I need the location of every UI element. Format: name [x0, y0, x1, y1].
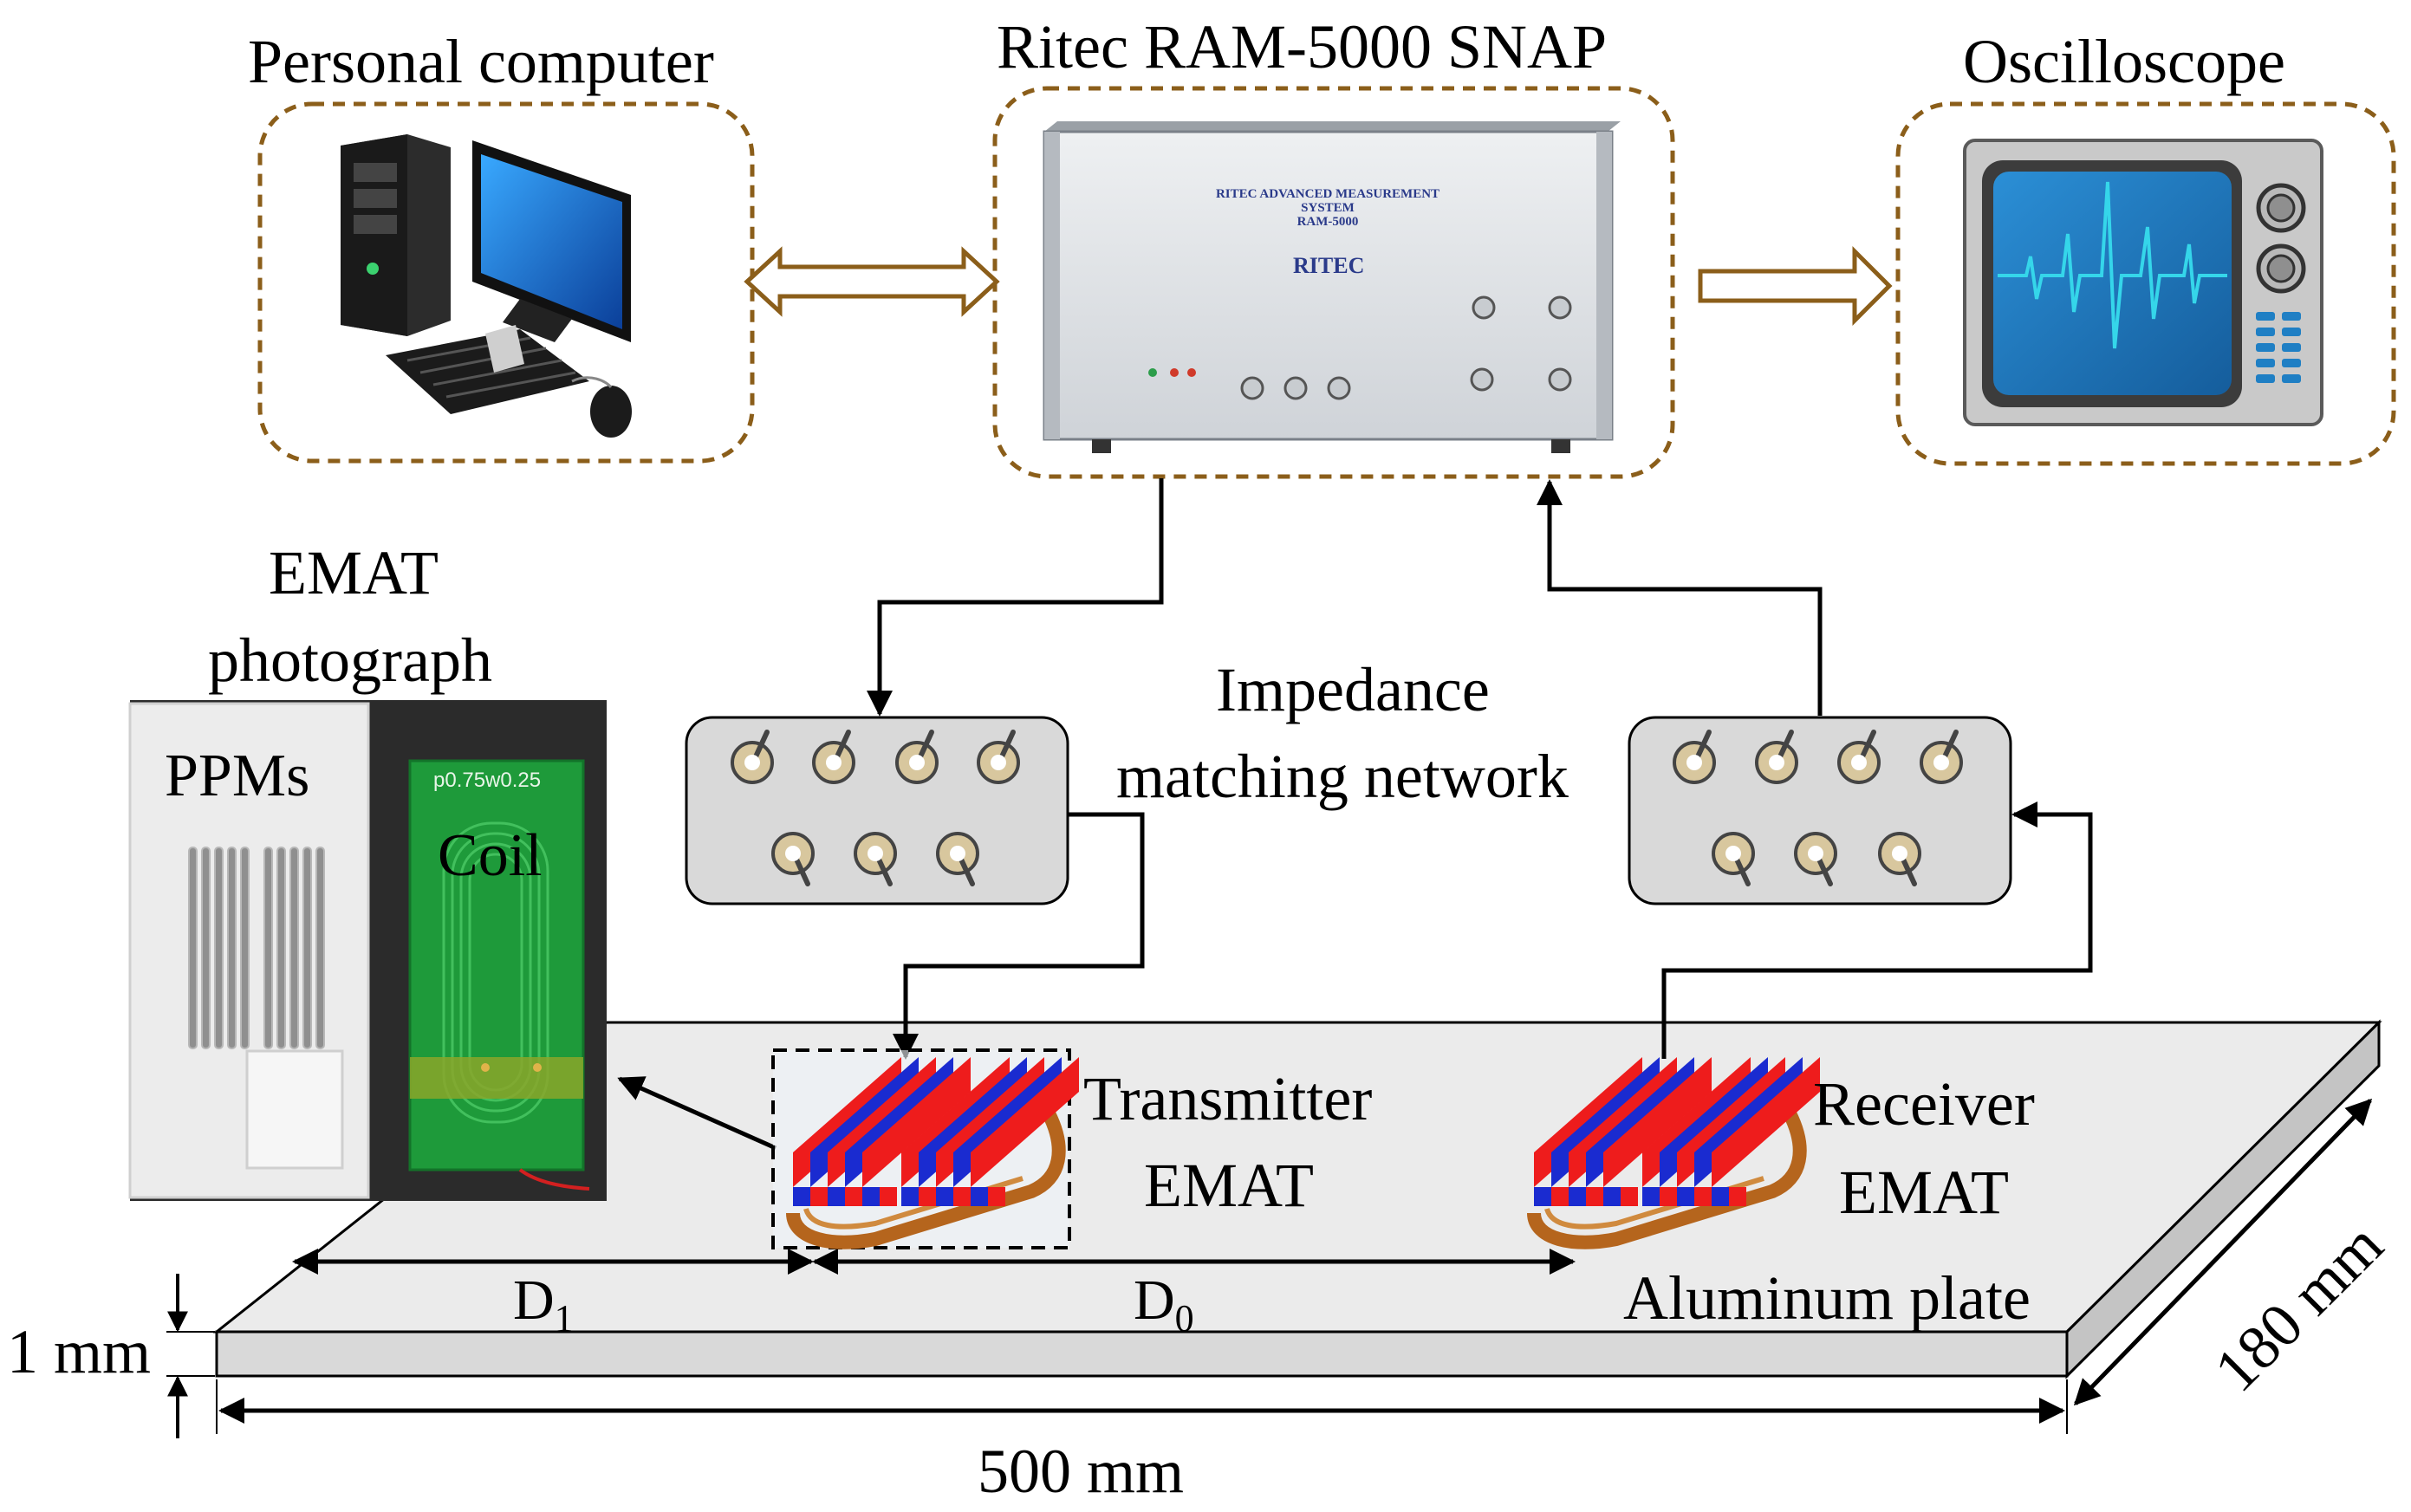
transmitter-label-line2: EMAT: [1144, 1151, 1314, 1220]
wire-receiver-to-right-network: [1661, 801, 2093, 1059]
receiver-label-line1: Receiver: [1813, 1069, 2035, 1139]
impedance-network-left: [685, 716, 1069, 905]
transmitter-label-line1: Transmitter: [1083, 1064, 1372, 1133]
receiver-emat: [1527, 1057, 1820, 1249]
emat-photo-label-line2: photograph: [208, 626, 492, 695]
ritec-label: Ritec RAM-5000 SNAP: [997, 12, 1607, 81]
pcb-label: p0.75w0.25: [433, 769, 541, 792]
pc-ritec-double-arrow: [744, 246, 1000, 317]
dimension-d0: D0: [812, 1249, 1576, 1340]
wire-ritec-to-left-network: [867, 478, 1164, 717]
coil-label: Coil: [438, 822, 543, 889]
computer-illustration: [341, 134, 632, 438]
dimension-d1: D1: [292, 1249, 814, 1340]
oscilloscope-frame: [1895, 101, 2396, 466]
dimension-length: 500 mm: [216, 1379, 2068, 1506]
ppm-window: [245, 1049, 344, 1170]
width-label: 180 mm: [2201, 1210, 2396, 1405]
computer-frame: [257, 101, 755, 464]
receiver-magnet-array: [1534, 1057, 1820, 1206]
ritec-panel-line3: RAM-5000: [1297, 215, 1359, 229]
impedance-label-line1: Impedance: [1216, 655, 1490, 724]
pcb-board: [408, 759, 585, 1171]
ritec-front-panel: [1043, 130, 1614, 441]
transmitter-magnet-array: [793, 1057, 1079, 1206]
emat-photograph: PPMs p0.75w0.25 Coil: [128, 700, 607, 1201]
receiver-label-line2: EMAT: [1839, 1158, 2009, 1227]
oscilloscope-label: Oscilloscope: [1963, 27, 2285, 96]
aluminum-plate-label: Aluminum plate: [1623, 1263, 2031, 1333]
ppm-slots: [188, 847, 325, 1049]
ritec-instrument: RITEC ADVANCED MEASUREMENT SYSTEM RAM-50…: [1043, 121, 1621, 453]
dimension-thickness: 1 mm: [7, 1274, 215, 1438]
oscilloscope-illustration: [1963, 139, 2323, 426]
wire-transmitter-to-photo: [617, 1076, 777, 1151]
impedance-label-line2: matching network: [1116, 742, 1569, 811]
wire-left-network-to-transmitter: [893, 812, 1145, 1060]
ritec-panel-line2: SYSTEM: [1301, 201, 1355, 215]
ritec-panel-line1: RITEC ADVANCED MEASUREMENT: [1216, 187, 1439, 201]
ppms-label: PPMs: [165, 743, 309, 809]
length-label: 500 mm: [978, 1437, 1184, 1506]
d1-label: D1: [513, 1269, 574, 1340]
receiver-coil: [1527, 1089, 1807, 1249]
computer-label: Personal computer: [248, 27, 714, 96]
impedance-network-right: [1628, 716, 2012, 905]
pc-monitor-screen: [481, 154, 622, 329]
wire-right-network-to-ritec: [1537, 479, 1823, 716]
transmitter-coil: [786, 1089, 1066, 1249]
transmitter-emat: [786, 1057, 1079, 1249]
emat-photo-label-line1: EMAT: [269, 538, 439, 607]
scope-buttons: [2256, 312, 2301, 383]
ritec-scope-arrow: [1698, 245, 1893, 327]
d0-label: D0: [1134, 1269, 1194, 1340]
ritec-logo: RITEC: [1293, 253, 1364, 278]
signal-wires: [617, 478, 2093, 1151]
scope-waveform: [1998, 181, 2227, 349]
pcb-coil-traces: [442, 821, 549, 1124]
pc-mouse: [590, 386, 632, 438]
thickness-label: 1 mm: [7, 1317, 151, 1386]
plate-front-face: [215, 1330, 2069, 1378]
